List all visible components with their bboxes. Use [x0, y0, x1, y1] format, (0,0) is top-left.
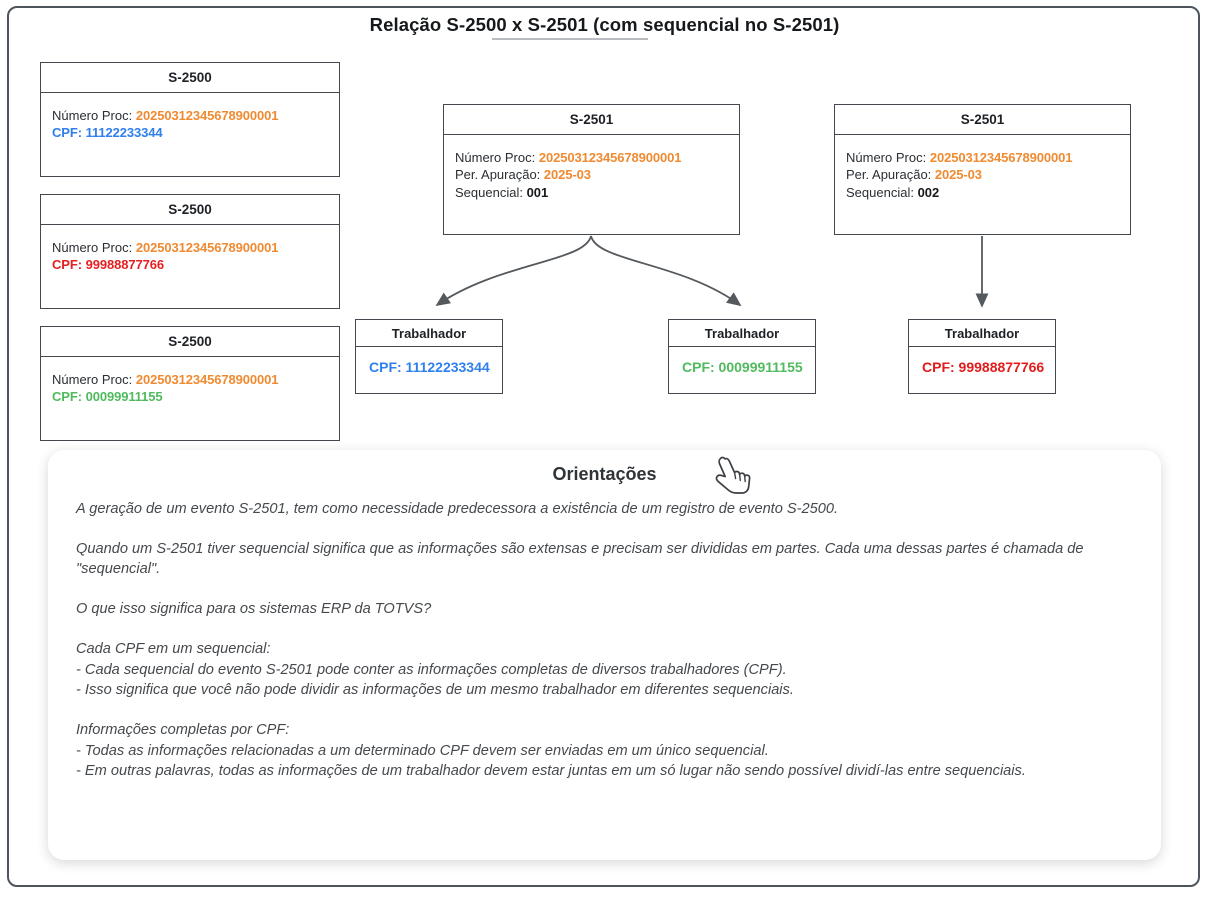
periodo-value: 2025-03: [934, 167, 982, 183]
pointing-hand-cursor-icon: [715, 456, 751, 494]
numero-proc-label: Número Proc:: [846, 150, 927, 165]
numero-proc-value: 20250312345678900001: [135, 372, 279, 387]
s2501-box-2-body: Número Proc: 20250312345678900001 Per. A…: [835, 135, 1130, 207]
trabalhador-box-1[interactable]: Trabalhador CPF: 11122233344: [355, 319, 503, 394]
numero-proc-row: Número Proc: 20250312345678900001: [846, 149, 1119, 166]
trabalhador-box-2-header: Trabalhador: [669, 320, 815, 347]
s2501-box-1-header: S-2501: [444, 105, 739, 135]
title-underline: [492, 38, 648, 40]
trabalhador-box-2[interactable]: Trabalhador CPF: 00099911155: [668, 319, 816, 394]
s2500-box-3-body: Número Proc: 20250312345678900001 CPF: 0…: [41, 357, 339, 412]
trabalhador-box-3-body: CPF: 99988877766: [909, 347, 1055, 381]
sequencial-row: Sequencial: 002: [846, 184, 1119, 201]
cpf-label: CPF:: [52, 257, 82, 273]
numero-proc-value: 20250312345678900001: [135, 240, 279, 255]
cpf-text: CPF: 00099911155: [682, 359, 803, 375]
cpf-row: CPF: 11122233344: [52, 124, 328, 141]
periodo-row: Per. Apuração: 2025-03: [455, 166, 728, 183]
sequencial-value: 001: [526, 184, 549, 200]
numero-proc-label: Número Proc:: [52, 240, 133, 255]
s2500-box-2[interactable]: S-2500 Número Proc: 20250312345678900001…: [40, 194, 340, 309]
numero-proc-value: 20250312345678900001: [538, 150, 682, 165]
section-2-item-2: - Em outras palavras, todas as informaçõ…: [76, 763, 1026, 780]
periodo-label: Per. Apuração:: [846, 167, 932, 183]
section-1-heading: Cada CPF em um sequencial:: [76, 640, 271, 657]
numero-proc-row: Número Proc: 20250312345678900001: [52, 371, 328, 388]
s2500-box-3[interactable]: S-2500 Número Proc: 20250312345678900001…: [40, 326, 340, 441]
page-title: Relação S-2500 x S-2501 (com sequencial …: [369, 14, 840, 35]
s2501-box-1[interactable]: S-2501 Número Proc: 20250312345678900001…: [443, 104, 740, 235]
cpf-value: 00099911155: [85, 389, 163, 405]
numero-proc-row: Número Proc: 20250312345678900001: [52, 107, 328, 124]
orientacoes-paragraph-1: A geração de um evento S-2501, tem como …: [76, 501, 839, 517]
trabalhador-box-1-header: Trabalhador: [356, 320, 502, 347]
trabalhador-box-3-header: Trabalhador: [909, 320, 1055, 347]
numero-proc-value: 20250312345678900001: [929, 150, 1073, 165]
numero-proc-label: Número Proc:: [52, 108, 133, 123]
sequencial-label: Sequencial:: [846, 184, 914, 200]
sequencial-label: Sequencial:: [455, 184, 523, 200]
section-2-item-1: - Todas as informações relacionadas a um…: [76, 742, 769, 759]
cpf-label: CPF:: [52, 125, 82, 141]
orientacoes-paragraph-2: Quando um S-2501 tiver sequencial signif…: [76, 540, 1084, 578]
sequencial-row: Sequencial: 001: [455, 184, 728, 201]
orientacoes-body: A geração de um evento S-2501, tem como …: [48, 485, 1161, 782]
s2500-box-1-body: Número Proc: 20250312345678900001 CPF: 1…: [41, 93, 339, 148]
cpf-row: CPF: 99988877766: [52, 256, 328, 273]
sequencial-value: 002: [917, 184, 940, 200]
cpf-label: CPF:: [52, 389, 82, 405]
cpf-row: CPF: 00099911155: [52, 388, 328, 405]
cpf-text: CPF: 11122233344: [369, 359, 490, 375]
periodo-label: Per. Apuração:: [455, 167, 541, 183]
periodo-value: 2025-03: [543, 167, 591, 183]
numero-proc-value: 20250312345678900001: [135, 108, 279, 123]
section-1-item-1: - Cada sequencial do evento S-2501 pode …: [76, 661, 787, 678]
s2501-box-2-header: S-2501: [835, 105, 1130, 135]
s2501-box-2[interactable]: S-2501 Número Proc: 20250312345678900001…: [834, 104, 1131, 235]
cpf-value: 99988877766: [85, 257, 165, 273]
s2500-box-1[interactable]: S-2500 Número Proc: 20250312345678900001…: [40, 62, 340, 177]
numero-proc-row: Número Proc: 20250312345678900001: [52, 239, 328, 256]
cpf-value: 11122233344: [85, 125, 163, 141]
section-1-item-2: - Isso significa que você não pode divid…: [76, 682, 794, 699]
numero-proc-label: Número Proc:: [455, 150, 536, 165]
orientacoes-paragraph-3: O que isso significa para os sistemas ER…: [76, 601, 432, 618]
numero-proc-row: Número Proc: 20250312345678900001: [455, 149, 728, 166]
numero-proc-label: Número Proc:: [52, 372, 133, 387]
trabalhador-box-1-body: CPF: 11122233344: [356, 347, 502, 381]
s2500-box-3-header: S-2500: [41, 327, 339, 357]
orientacoes-panel: Orientações A geração de um evento S-250…: [48, 450, 1161, 860]
section-2-heading: Informações completas por CPF:: [76, 722, 290, 739]
s2500-box-1-header: S-2500: [41, 63, 339, 93]
trabalhador-box-3[interactable]: Trabalhador CPF: 99988877766: [908, 319, 1056, 394]
trabalhador-box-2-body: CPF: 00099911155: [669, 347, 815, 381]
s2500-box-2-header: S-2500: [41, 195, 339, 225]
orientacoes-title: Orientações: [552, 464, 657, 484]
s2501-box-1-body: Número Proc: 20250312345678900001 Per. A…: [444, 135, 739, 207]
periodo-row: Per. Apuração: 2025-03: [846, 166, 1119, 183]
cpf-text: CPF: 99988877766: [922, 359, 1045, 375]
s2500-box-2-body: Número Proc: 20250312345678900001 CPF: 9…: [41, 225, 339, 280]
